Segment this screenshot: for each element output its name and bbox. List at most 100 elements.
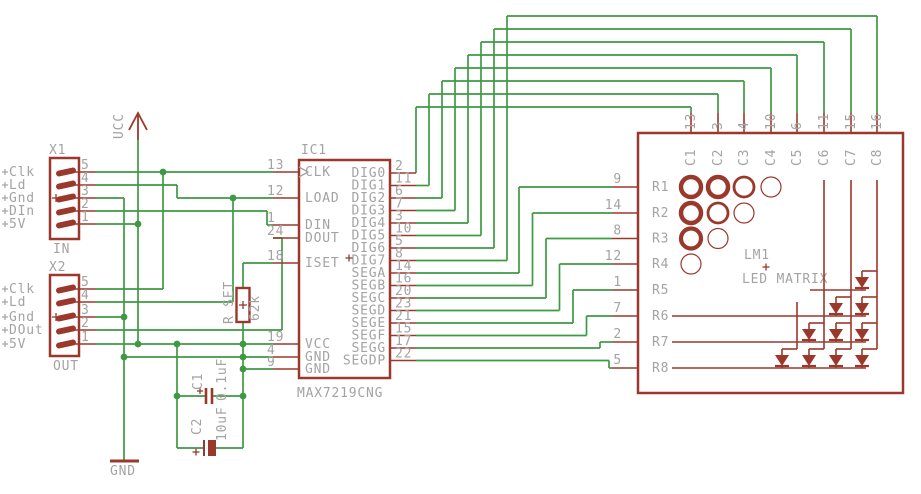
matrix-pin-number: 1 xyxy=(613,275,622,290)
matrix-col-label: C3 xyxy=(737,149,752,166)
matrix-row-label: R4 xyxy=(652,257,669,272)
matrix-col-label: C5 xyxy=(790,149,805,166)
ic-pin-label: SEGC xyxy=(351,291,386,306)
junction-dot xyxy=(173,340,181,348)
resistor-name: R SET xyxy=(222,281,237,324)
matrix-led-pad xyxy=(678,200,704,226)
cap-value: 0.1uF xyxy=(215,358,230,401)
pin-pad xyxy=(56,180,76,190)
ic-origin-cross xyxy=(345,254,353,262)
ic-pin-number: 8 xyxy=(395,247,404,262)
ic-pin-number: 20 xyxy=(395,284,412,299)
pin-pad xyxy=(56,193,76,203)
matrix-pin-number: 4 xyxy=(737,121,752,130)
ic-pin-number: 12 xyxy=(267,184,284,199)
ic-pin-label: SEGB xyxy=(351,279,386,294)
pin-label: Gnd xyxy=(9,310,35,325)
pin-label: 5V xyxy=(9,337,26,352)
junction-dot xyxy=(239,340,247,348)
ic-pin-number: 5 xyxy=(395,234,404,249)
pin-number: 5 xyxy=(81,158,90,173)
matrix-col-label: C7 xyxy=(844,149,859,166)
ic-pin-label: ISET xyxy=(305,256,340,271)
matrix-led-pad xyxy=(678,226,704,251)
matrix-col-label: C2 xyxy=(711,149,726,166)
resistor-rset[interactable]: R SET 62k xyxy=(222,281,263,324)
matrix-pin-number: 10 xyxy=(764,113,779,130)
ic-pin-number: 18 xyxy=(267,249,284,264)
matrix-pin-number: 6 xyxy=(790,121,805,130)
ic-pin-number: 7 xyxy=(395,197,404,212)
matrix-name: LM1 xyxy=(744,248,770,263)
pin-label: DOut xyxy=(9,323,44,338)
ic-pin-label: VCC xyxy=(305,337,331,352)
ic-pin-label: SEGF xyxy=(351,329,386,344)
matrix-led-pad xyxy=(733,202,755,224)
diode-triangle xyxy=(829,355,843,366)
junction-dot xyxy=(239,392,247,400)
diode-triangle xyxy=(855,329,869,340)
ic-body xyxy=(297,158,392,380)
pin-pad xyxy=(56,312,76,322)
ic-pin-label: CLK xyxy=(305,165,331,180)
ic-part: MAX7219CNG xyxy=(297,386,383,401)
matrix-pin-number: 11 xyxy=(817,113,832,130)
diode-triangle xyxy=(775,355,789,366)
led-diode-icon xyxy=(829,348,851,368)
cap-name: C2 xyxy=(190,418,205,435)
matrix-col-label: C4 xyxy=(764,149,779,166)
matrix-pin-number: 12 xyxy=(605,249,622,264)
ic-pin-number: 17 xyxy=(395,334,412,349)
power-symbols[interactable]: UCC GND xyxy=(110,111,148,479)
matrix-led-pad xyxy=(680,253,702,275)
ic-pin-number: 14 xyxy=(395,259,412,274)
pin-label: Gnd xyxy=(9,191,35,206)
ic-pin-number: 9 xyxy=(267,355,276,370)
junctions xyxy=(120,168,247,400)
pin-label: DIn xyxy=(9,204,35,219)
gnd-label: GND xyxy=(110,464,136,479)
ic-pin-label: DIG2 xyxy=(351,191,386,206)
connector-name: X1 xyxy=(49,143,66,158)
matrix-pin-number: 5 xyxy=(613,353,622,368)
connector-name: X2 xyxy=(49,260,66,275)
pin-label: Clk xyxy=(9,282,35,297)
connector-body xyxy=(48,273,81,358)
matrix-pin-number: 9 xyxy=(613,172,622,187)
ic-pin-number: 13 xyxy=(267,158,284,173)
ic-pin-number: 15 xyxy=(395,322,412,337)
ic-pin-label: LOAD xyxy=(305,191,340,206)
junction-dot xyxy=(159,168,167,176)
pin-number: 2 xyxy=(81,316,90,331)
clock-marker-icon xyxy=(298,166,310,178)
ic-pin-number: 11 xyxy=(395,172,412,187)
junction-dot xyxy=(173,392,181,400)
diode-triangle xyxy=(855,277,869,288)
matrix-pin-number: 14 xyxy=(605,198,622,213)
matrix-led-pad xyxy=(760,176,782,198)
ic-pin-number: 19 xyxy=(267,330,284,345)
pin-number: 1 xyxy=(81,210,90,225)
matrix-origin-cross xyxy=(762,263,770,271)
ic-pin-number: 1 xyxy=(267,211,276,226)
pin-number: 5 xyxy=(81,275,90,290)
cap-origin-cross xyxy=(197,388,203,394)
resistor-value: 62k xyxy=(248,295,263,321)
nets[interactable] xyxy=(96,15,878,461)
matrix-pin-number: 8 xyxy=(613,224,622,239)
matrix-led-pad xyxy=(678,174,704,200)
vcc-label: UCC xyxy=(112,113,127,139)
matrix-part: LED MATRIX xyxy=(742,272,828,287)
led-diode-icon xyxy=(855,322,877,342)
ic-pin-label: DIG7 xyxy=(351,254,386,269)
matrix-led-pad xyxy=(705,174,731,200)
pin-pad xyxy=(56,219,76,229)
matrix-body xyxy=(636,131,905,395)
